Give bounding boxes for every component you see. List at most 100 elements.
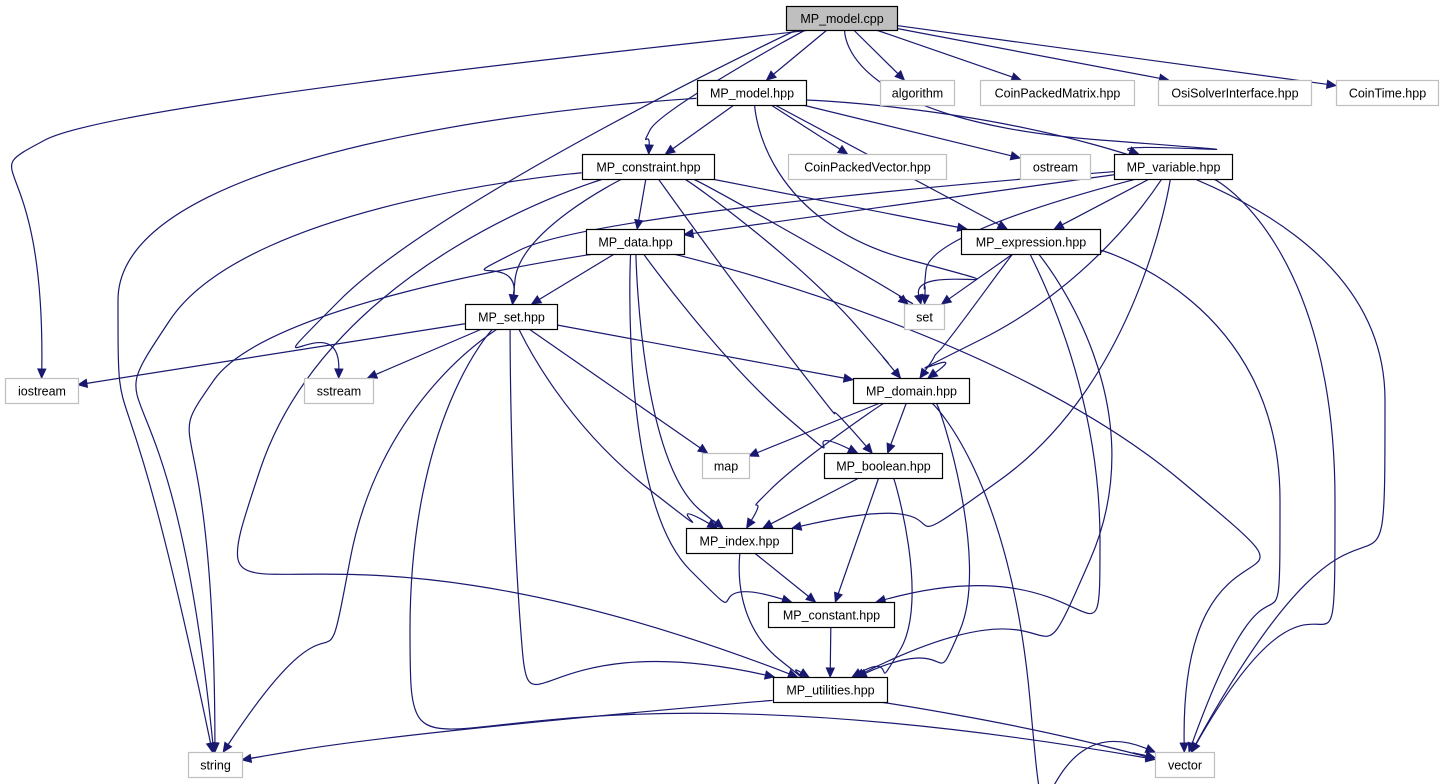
arrowhead-variable-to-expression [1053, 220, 1065, 230]
node-iostream: iostream [4, 377, 80, 405]
arrowhead-variable-to-set_hpp [509, 293, 519, 306]
nodes-layer: MP_model.cpp algorithm CoinPackedMatrix.hp… [4, 5, 1440, 779]
arrowhead-expression-to-domain [919, 367, 930, 380]
node-expression[interactable]: MP_expression.hpp [960, 228, 1102, 256]
edge-data-to-index [635, 253, 728, 534]
edge-boolean-to-utilities [859, 477, 913, 674]
node-box-cointime [1335, 79, 1440, 107]
arrowhead-variable-to-index [790, 521, 803, 531]
edge-data-to-constant [629, 253, 783, 603]
edge-model_hpp-to-ostream [802, 104, 1012, 157]
node-box-osisolverinterface [1157, 79, 1313, 107]
node-box-model_cpp [785, 5, 899, 32]
arrowhead-domain-to-index [746, 517, 756, 530]
edge-set_hpp-to-utilities [509, 328, 766, 686]
arrowhead-domain-to-boolean [886, 442, 896, 455]
edge-index-to-constant [754, 552, 809, 597]
edge-constraint-to-string [135, 172, 583, 744]
edge-model_cpp-to-model_hpp [773, 29, 828, 75]
edges-layer [10, 24, 1386, 784]
node-box-algorithm [879, 79, 956, 107]
node-boolean[interactable]: MP_boolean.hpp [823, 452, 944, 480]
arrowhead-model_cpp-to-sstream [334, 368, 344, 380]
arrowhead-boolean-to-constant [833, 591, 843, 604]
edge-expression-to-domain [924, 253, 1014, 372]
node-label-sstream: sstream [317, 385, 361, 399]
arrowhead-model_cpp-to-cointime [1325, 79, 1338, 89]
arrowhead-set_hpp-to-string [222, 741, 233, 754]
node-label-osisolverinterface: OsiSolverInterface.hpp [1171, 87, 1298, 101]
node-model_cpp[interactable]: MP_model.cpp [785, 5, 899, 32]
node-label-model_hpp: MP_model.hpp [710, 87, 794, 101]
edge-data-to-set_hpp [539, 253, 615, 300]
node-domain[interactable]: MP_domain.hpp [852, 377, 971, 405]
node-model_hpp[interactable]: MP_model.hpp [696, 79, 808, 107]
node-box-coinpackedmatrix [979, 79, 1136, 107]
edge-data-to-vector [673, 253, 1261, 744]
node-constraint[interactable]: MP_constraint.hpp [581, 153, 716, 181]
edge-constraint-to-utilities [236, 178, 790, 675]
edge-variable-to-domain [924, 178, 1163, 374]
node-index[interactable]: MP_index.hpp [685, 527, 794, 555]
node-algorithm: algorithm [879, 79, 956, 107]
arrowhead-expression-to-set_std [940, 294, 953, 305]
node-label-coinpackedmatrix: CoinPackedMatrix.hpp [995, 87, 1121, 101]
edge-boolean-to-index [770, 477, 860, 525]
node-data[interactable]: MP_data.hpp [585, 228, 686, 256]
node-constant[interactable]: MP_constant.hpp [767, 601, 896, 629]
node-label-map: map [714, 460, 738, 474]
arrowhead-constraint-to-data [634, 218, 644, 231]
edge-constraint-to-boolean [657, 178, 867, 447]
node-box-domain [852, 377, 971, 405]
arrowhead-model_hpp-to-constraint [664, 144, 676, 155]
node-box-boolean [823, 452, 944, 480]
arrowhead-boolean-to-index [761, 519, 774, 529]
edge-data-to-boolean [643, 253, 850, 450]
edge-model_hpp-to-set_std [753, 104, 978, 296]
arrowhead-expression-to-vector [1187, 741, 1197, 754]
node-box-vector [1154, 751, 1216, 779]
arrowhead-model_hpp-to-expression [996, 220, 1009, 230]
node-label-model_cpp: MP_model.cpp [800, 12, 883, 26]
node-label-data: MP_data.hpp [598, 236, 672, 250]
arrowhead-model_hpp-to-coinpackedvector [836, 144, 849, 155]
edge-expression-to-vector [1099, 249, 1281, 744]
node-box-set_std [903, 303, 946, 331]
edge-constant-to-utilities [829, 626, 832, 669]
node-label-constant: MP_constant.hpp [783, 609, 880, 623]
arrowhead-model_hpp-to-set_std [913, 293, 924, 306]
arrowhead-boolean-to-utilities [851, 668, 863, 678]
edge-set_hpp-to-iostream [86, 323, 466, 384]
edge-constraint-to-set_std [692, 178, 914, 305]
node-label-ostream: ostream [1033, 161, 1078, 175]
edge-expression-to-utilities [862, 253, 1113, 674]
node-osisolverinterface: OsiSolverInterface.hpp [1157, 79, 1313, 107]
node-set_hpp[interactable]: MP_set.hpp [464, 303, 559, 331]
node-label-vector: vector [1168, 759, 1202, 773]
edge-domain-to-utilities [865, 402, 971, 674]
edge-constraint-to-data [638, 178, 647, 221]
node-box-string [187, 751, 244, 779]
arrowhead-variable-to-set_std [920, 294, 930, 306]
arrowhead-constraint-to-set_std [897, 294, 909, 305]
edge-variable-to-vector [1195, 178, 1336, 745]
edge-set_hpp-to-vector [409, 328, 1147, 759]
edge-model_cpp-to-constraint [644, 29, 807, 146]
node-box-iostream [4, 377, 80, 405]
edge-domain-to-map [757, 402, 881, 454]
arrowhead-model_cpp-to-coinpackedmatrix [1010, 72, 1023, 82]
edge-set_hpp-to-domain [556, 324, 845, 379]
arrowhead-index-to-utilities [798, 668, 810, 678]
node-label-domain: MP_domain.hpp [866, 385, 957, 399]
arrowhead-data-to-vector [1179, 742, 1189, 754]
node-label-set_hpp: MP_set.hpp [478, 311, 545, 325]
node-label-cointime: CoinTime.hpp [1349, 87, 1426, 101]
node-box-constraint [581, 153, 716, 181]
arrowhead-constant-to-utilities [825, 667, 836, 679]
node-utilities[interactable]: MP_utilities.hpp [772, 676, 889, 704]
node-label-variable: MP_variable.hpp [1127, 161, 1221, 175]
arrowhead-domain-to-vector [1144, 744, 1157, 753]
edge-domain-to-boolean [890, 402, 907, 445]
node-variable[interactable]: MP_variable.hpp [1113, 153, 1234, 181]
